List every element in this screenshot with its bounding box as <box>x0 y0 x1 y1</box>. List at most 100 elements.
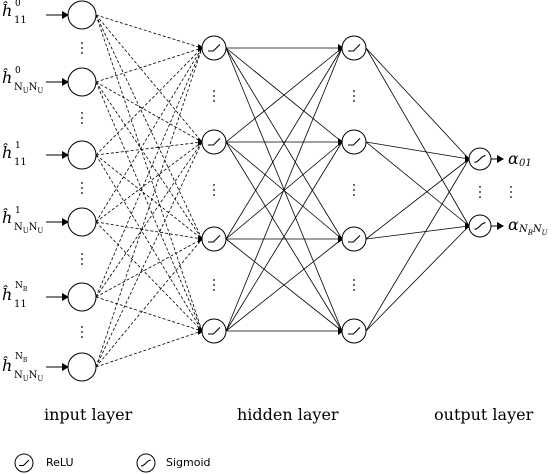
ellipsis-dot <box>353 184 355 186</box>
output-label-0: α 01 <box>508 149 532 169</box>
edge <box>95 154 203 240</box>
edge <box>365 158 470 240</box>
arrowhead <box>338 44 344 52</box>
edge <box>365 225 470 332</box>
legend-sigmoid-label: Sigmoid <box>166 456 211 469</box>
edge <box>95 14 203 332</box>
neurons <box>67 0 492 382</box>
ellipsis-dot <box>213 184 215 186</box>
relu-icon <box>208 138 221 146</box>
sigmoid-icon <box>474 155 486 163</box>
edge <box>225 47 343 143</box>
ellipsis-dot <box>213 279 215 281</box>
edge <box>225 141 343 332</box>
arrowhead <box>198 44 204 52</box>
ellipsis-dot <box>510 196 512 198</box>
ellipsis-dot <box>353 90 355 92</box>
ellipsis-dot <box>479 191 481 193</box>
hidden-neuron-2 <box>341 318 367 344</box>
arrowhead <box>338 235 344 243</box>
arrowhead <box>198 138 204 146</box>
input-arrowhead <box>62 363 69 371</box>
edge <box>95 47 203 298</box>
ellipsis-dot <box>81 336 83 338</box>
edge <box>95 14 203 240</box>
ellipsis-dot <box>213 95 215 97</box>
ellipsis-dot <box>510 186 512 188</box>
edge <box>95 238 203 368</box>
arrowhead <box>198 235 204 243</box>
relu-icon <box>208 44 221 52</box>
relu-icon <box>208 327 221 335</box>
input-label-2: ĥ 1 11 <box>2 141 27 168</box>
ellipsis-dot <box>353 95 355 97</box>
sigmoid-icon <box>474 222 486 230</box>
ellipsis-dot <box>353 189 355 191</box>
ellipsis-dot <box>213 194 215 196</box>
output-arrowhead <box>497 222 504 230</box>
hidden-neuron-2 <box>341 129 367 155</box>
input-label-1: ĥ 0 NUNU <box>2 66 44 95</box>
input-label-3: ĥ 1 NUNU <box>2 206 44 235</box>
legend-icons <box>14 453 156 473</box>
input-neuron <box>67 352 97 382</box>
edge <box>95 47 203 83</box>
input-label-5: ĥ NB NUNU <box>2 352 44 383</box>
input-arrows <box>46 11 504 371</box>
input-label-0: ĥ 0 11 <box>2 0 27 26</box>
edge <box>225 238 343 332</box>
ellipsis-dot <box>213 284 215 286</box>
hidden-neuron-1 <box>201 226 227 252</box>
ellipsis-dot <box>81 192 83 194</box>
edge <box>95 141 203 156</box>
ellipsis-dot <box>479 186 481 188</box>
hidden-neuron-1 <box>201 318 227 344</box>
edge <box>365 158 470 332</box>
input-neuron <box>67 67 97 97</box>
ellipsis-dot <box>353 194 355 196</box>
ellipsis-dot <box>353 279 355 281</box>
input-arrowhead <box>62 11 69 19</box>
edge <box>95 47 203 223</box>
ellipsis-dot <box>213 90 215 92</box>
arrowhead <box>198 327 204 335</box>
connections <box>95 14 470 368</box>
output-arrowhead <box>497 155 504 163</box>
edge <box>95 47 203 368</box>
edge <box>225 47 343 240</box>
edge <box>95 141 203 223</box>
input-neuron <box>67 140 97 170</box>
edge <box>95 330 203 368</box>
hidden-neuron-1 <box>201 35 227 61</box>
ellipsis-dot <box>353 100 355 102</box>
relu-icon <box>348 327 361 335</box>
ellipsis-dot <box>479 196 481 198</box>
edge <box>95 221 203 240</box>
output-label-1: α NBNU <box>508 215 548 237</box>
legend-relu-circle <box>14 453 34 473</box>
edge <box>365 225 470 240</box>
arrowhead <box>338 327 344 335</box>
hidden-neuron-1 <box>201 129 227 155</box>
edge <box>95 47 203 156</box>
ellipses <box>81 42 512 338</box>
input-neuron <box>67 282 97 312</box>
edge <box>95 81 203 332</box>
edge <box>365 47 470 227</box>
edge <box>95 296 203 332</box>
input-label-4: ĥ NB 11 <box>2 281 28 310</box>
arrowhead <box>465 222 471 230</box>
edge <box>95 238 203 298</box>
edge <box>95 14 203 143</box>
edge <box>95 221 203 332</box>
ellipsis-dot <box>81 187 83 189</box>
ellipsis-dot <box>510 191 512 193</box>
ellipsis-dot <box>81 122 83 124</box>
ellipsis-dot <box>81 42 83 44</box>
edge <box>95 81 203 240</box>
relu-icon <box>208 235 221 243</box>
arrowhead <box>338 138 344 146</box>
legend-relu-label: ReLU <box>46 456 74 469</box>
ellipsis-dot <box>213 100 215 102</box>
